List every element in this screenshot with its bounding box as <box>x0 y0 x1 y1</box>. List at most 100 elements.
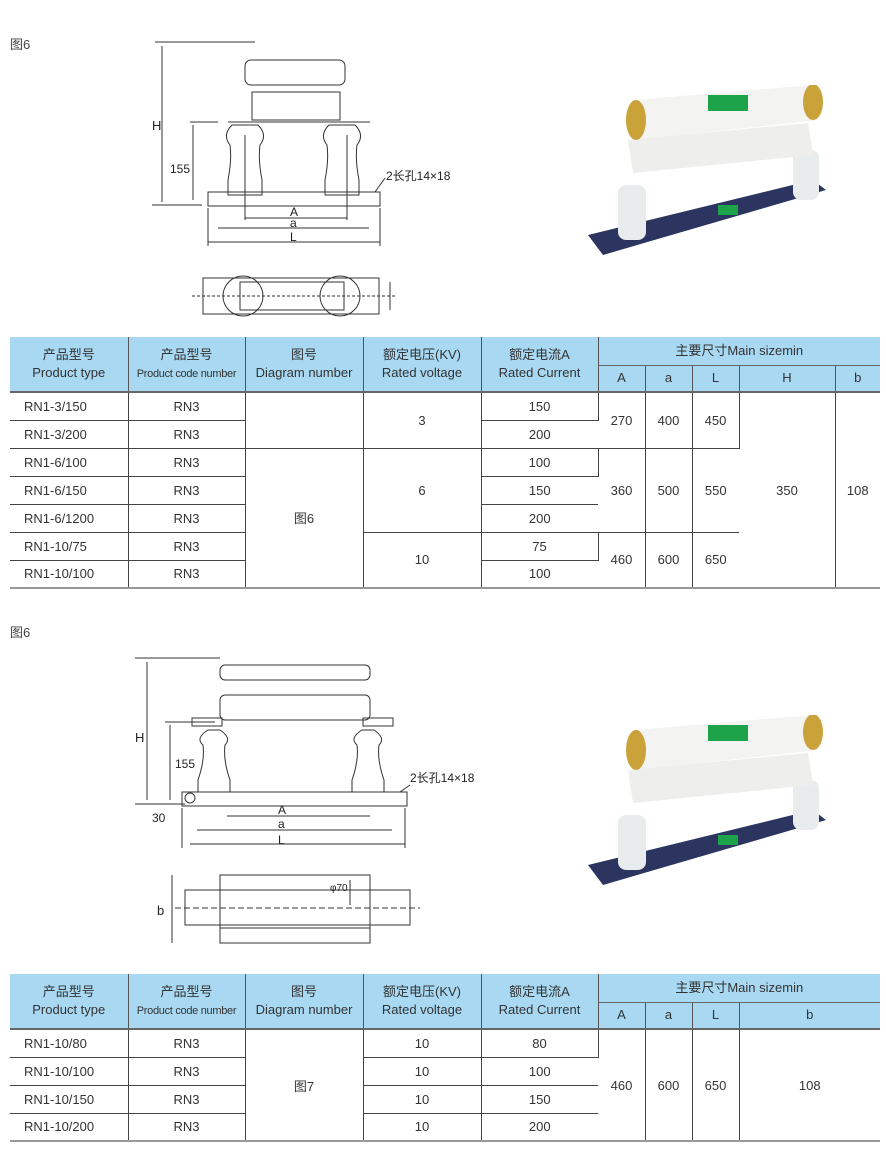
header-voltage: 额定电压(KV)Rated voltage <box>363 337 482 393</box>
cell-diagram-empty <box>245 392 364 449</box>
cell-L: 650 <box>692 1029 740 1142</box>
dim-A: A <box>278 803 286 817</box>
dim-30: 30 <box>152 811 166 825</box>
cell-code: RN3 <box>128 420 246 449</box>
cell-current: 80 <box>481 1029 599 1058</box>
cell-voltage: 10 <box>363 1113 482 1142</box>
cell-current: 200 <box>481 1113 598 1142</box>
cell-a: 500 <box>645 448 693 533</box>
cell-type: RN1-6/150 <box>10 476 129 505</box>
cell-current: 150 <box>481 392 599 421</box>
cell-code: RN3 <box>128 1085 246 1114</box>
cell-current: 75 <box>481 532 599 561</box>
cell-A: 460 <box>598 1029 646 1142</box>
cell-type: RN1-10/150 <box>10 1085 129 1114</box>
header-a: a <box>645 365 693 393</box>
cell-current: 100 <box>481 560 598 589</box>
dim-phi70: φ70 <box>330 883 348 894</box>
cell-code: RN3 <box>128 532 246 561</box>
cell-current: 200 <box>481 504 598 533</box>
fuse-photo-1 <box>588 85 826 255</box>
cell-voltage: 6 <box>363 448 482 533</box>
cell-type: RN1-10/100 <box>10 560 129 589</box>
cell-L: 650 <box>692 532 739 589</box>
cell-type: RN1-3/150 <box>10 392 129 421</box>
cell-code: RN3 <box>128 1057 246 1086</box>
dim-a: a <box>290 216 297 230</box>
cell-code: RN3 <box>128 504 246 533</box>
cell-H: 350 <box>739 392 836 589</box>
cell-b: 108 <box>835 392 880 589</box>
dim-H: H <box>152 118 161 133</box>
cell-voltage: 3 <box>363 392 482 449</box>
cell-type: RN1-6/100 <box>10 448 129 477</box>
figure-label-2: 图6 <box>10 625 31 640</box>
cell-voltage: 10 <box>363 1085 482 1114</box>
cell-A: 460 <box>598 532 646 589</box>
cell-voltage: 10 <box>363 1057 482 1086</box>
dim-hole: 2长孔14×18 <box>410 771 475 785</box>
cell-type: RN1-10/80 <box>10 1029 129 1058</box>
dim-A: A <box>290 205 298 219</box>
header-b: b <box>835 365 880 393</box>
cell-a: 600 <box>645 1029 693 1142</box>
dimension-diagram-2: H 155 30 2长孔14×18 A a L b φ70 <box>135 657 475 944</box>
header-main-size: 主要尺寸Main sizemin <box>598 974 881 1003</box>
dim-H: H <box>135 730 144 745</box>
cell-L: 550 <box>692 448 739 533</box>
header-A: A <box>598 1002 646 1030</box>
cell-current: 100 <box>481 1057 598 1086</box>
cell-A: 270 <box>598 392 646 449</box>
header-H: H <box>739 365 836 393</box>
cell-a: 600 <box>645 532 693 589</box>
cell-code: RN3 <box>128 560 246 589</box>
dim-b: b <box>157 903 164 918</box>
figure-label-1: 图6 <box>10 37 31 52</box>
dim-L: L <box>290 230 297 244</box>
header-voltage: 额定电压(KV)Rated voltage <box>363 974 482 1030</box>
cell-code: RN3 <box>128 392 246 421</box>
cell-code: RN3 <box>128 1113 246 1142</box>
cell-diagram: 图6 <box>245 448 364 589</box>
dim-a: a <box>278 817 285 831</box>
header-A: A <box>598 365 646 393</box>
fuse-photo-2 <box>588 715 826 885</box>
cell-type: RN1-6/1200 <box>10 504 129 533</box>
cell-code: RN3 <box>128 476 246 505</box>
cell-code: RN3 <box>128 1029 246 1058</box>
dimension-diagram-1: H 155 2长孔14×18 A a L <box>152 41 451 317</box>
cell-b: 108 <box>739 1029 881 1142</box>
cell-type: RN1-10/100 <box>10 1057 129 1086</box>
cell-current: 150 <box>481 476 598 505</box>
cell-type: RN1-10/75 <box>10 532 129 561</box>
header-L: L <box>692 365 740 393</box>
header-b: b <box>739 1002 881 1030</box>
dim-155: 155 <box>175 757 195 771</box>
cell-current: 100 <box>481 448 599 477</box>
cell-current: 200 <box>481 420 598 449</box>
header-L: L <box>692 1002 740 1030</box>
dim-L: L <box>278 833 285 847</box>
cell-voltage: 10 <box>363 1029 482 1058</box>
cell-A: 360 <box>598 448 646 533</box>
header-a: a <box>645 1002 693 1030</box>
cell-type: RN1-3/200 <box>10 420 129 449</box>
